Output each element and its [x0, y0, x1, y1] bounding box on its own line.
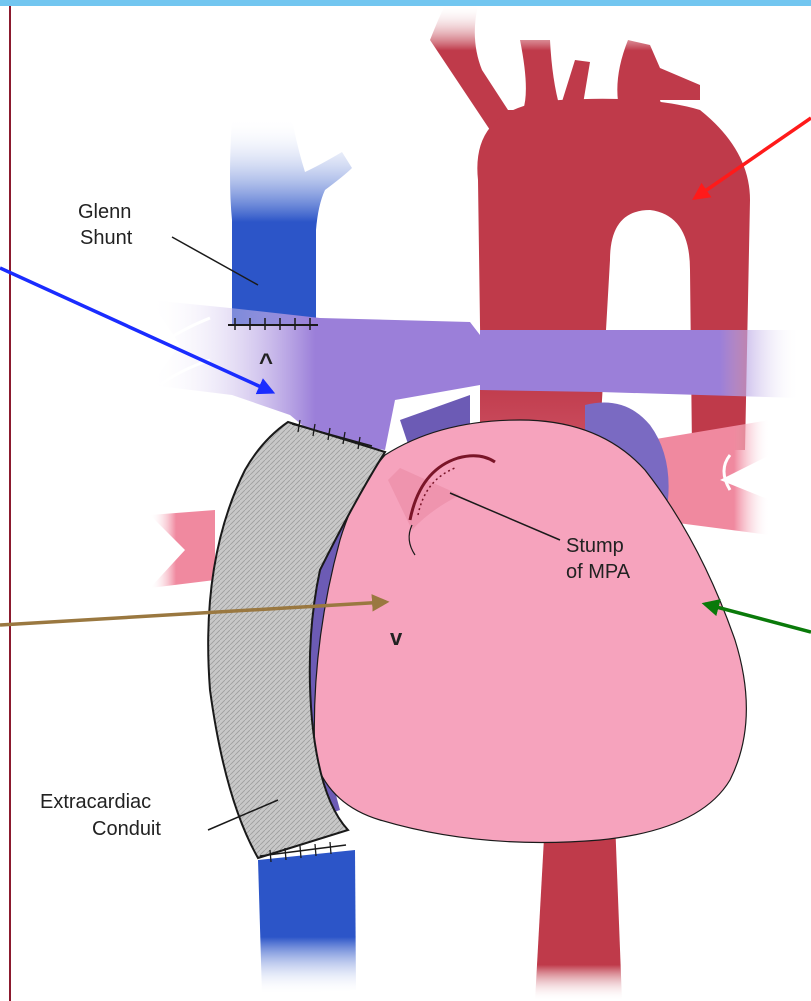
conduit-label-line1: Extracardiac [40, 791, 151, 813]
caret-up-marker: ^ [259, 349, 273, 376]
inferior-vena-cava [258, 850, 356, 995]
glenn-label-line2: Shunt [80, 227, 133, 249]
conduit-label-line2: Conduit [92, 818, 161, 840]
glenn-label-line1: Glenn [78, 201, 131, 223]
caret-down-marker: v [390, 625, 403, 650]
stump-label-line1: Stump [566, 535, 624, 557]
stump-label-line2: of MPA [566, 561, 631, 583]
left-pulmonary-veins [150, 510, 215, 588]
superior-vena-cava [230, 118, 352, 326]
